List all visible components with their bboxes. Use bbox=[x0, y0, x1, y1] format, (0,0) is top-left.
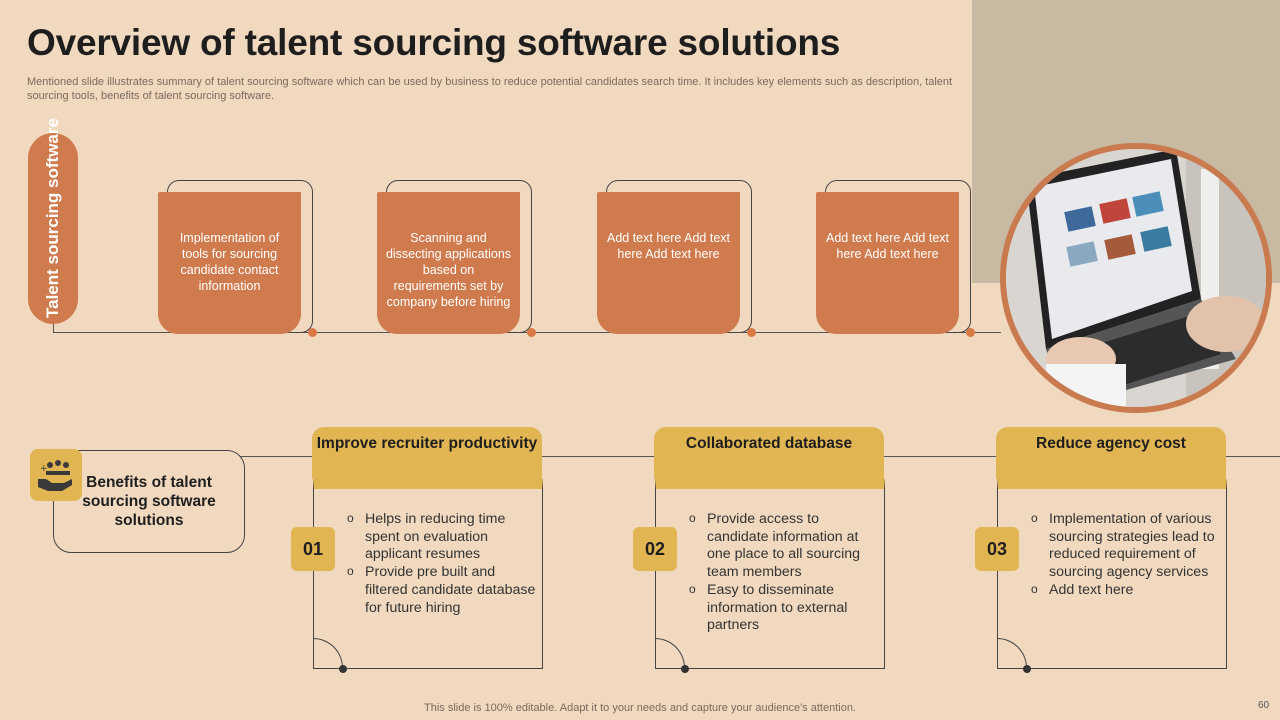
benefit-card-title: Improve recruiter productivity bbox=[312, 427, 542, 479]
benefit-bullets-3: Implementation of various sourcing strat… bbox=[1031, 510, 1223, 600]
corner-dot bbox=[1023, 665, 1031, 673]
laptop-illustration bbox=[1006, 149, 1266, 407]
slide-title: Overview of talent sourcing software sol… bbox=[27, 22, 841, 63]
benefit-card-number: 03 bbox=[975, 527, 1019, 571]
software-item-1: Implementation of tools for sourcing can… bbox=[158, 192, 301, 334]
slide-footer: This slide is 100% editable. Adapt it to… bbox=[424, 702, 856, 714]
benefits-label: Benefits of talent sourcing software sol… bbox=[82, 474, 216, 529]
timeline-dot bbox=[527, 328, 536, 337]
software-item-text: Implementation of tools for sourcing can… bbox=[179, 231, 280, 293]
bullet-item: Provide access to candidate information … bbox=[689, 510, 879, 582]
corner-dot bbox=[681, 665, 689, 673]
bullet-item: Provide pre built and filtered candidate… bbox=[347, 563, 537, 617]
benefit-card-number: 01 bbox=[291, 527, 335, 571]
bullet-item: Easy to disseminate information to exter… bbox=[689, 581, 879, 635]
benefit-card-number: 02 bbox=[633, 527, 677, 571]
timeline-dot bbox=[308, 328, 317, 337]
timeline-dot bbox=[966, 328, 975, 337]
software-item-text: Scanning and dissecting applications bas… bbox=[385, 231, 512, 309]
laptop-photo bbox=[1000, 143, 1272, 413]
benefit-bullets-1: Helps in reducing time spent on evaluati… bbox=[347, 510, 537, 617]
software-label-pill bbox=[28, 133, 78, 324]
software-item-text: Add text here Add text here Add text her… bbox=[826, 231, 949, 261]
benefit-card-title: Reduce agency cost bbox=[996, 427, 1226, 479]
benefit-card-title: Collaborated database bbox=[654, 427, 884, 479]
benefit-bullets-2: Provide access to candidate information … bbox=[689, 510, 879, 635]
timeline-dot bbox=[747, 328, 756, 337]
corner-dot bbox=[339, 665, 347, 673]
bullet-item: Add text here bbox=[1031, 581, 1223, 600]
hand-people-icon: + bbox=[30, 449, 82, 501]
software-item-4: Add text here Add text here Add text her… bbox=[816, 192, 959, 334]
software-item-2: Scanning and dissecting applications bas… bbox=[377, 192, 520, 334]
slide-subtitle: Mentioned slide illustrates summary of t… bbox=[27, 76, 953, 102]
software-label: Talent sourcing software bbox=[43, 118, 62, 318]
benefits-label-pill bbox=[53, 450, 245, 553]
bullet-item: Implementation of various sourcing strat… bbox=[1031, 510, 1223, 582]
bullet-item: Helps in reducing time spent on evaluati… bbox=[347, 510, 537, 564]
software-item-text: Add text here Add text here Add text her… bbox=[607, 231, 730, 261]
svg-text:+: + bbox=[40, 464, 48, 474]
software-item-3: Add text here Add text here Add text her… bbox=[597, 192, 740, 334]
page-number: 60 bbox=[1258, 700, 1270, 711]
timeline-connector bbox=[53, 324, 54, 333]
